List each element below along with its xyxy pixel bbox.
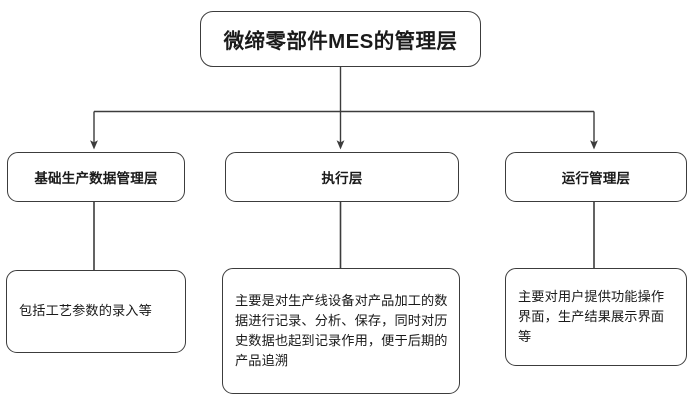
node-description-execution[interactable]: 主要是对生产线设备对产品加工的数据进行记录、分析、保存，同时对历史数据也起到记录…	[222, 268, 460, 394]
node-description-basic-data-text: 包括工艺参数的录入等	[19, 303, 152, 319]
node-root-title-label: 微缔零部件MES的管理层	[223, 30, 458, 53]
node-description-execution-text: 主要是对生产线设备对产品加工的数据进行记录、分析、保存，同时对历史数据也起到记录…	[235, 292, 448, 369]
node-layer-operation-label: 运行管理层	[561, 171, 631, 186]
node-layer-basic-data[interactable]: 基础生产数据管理层	[7, 152, 185, 202]
node-description-operation[interactable]: 主要对用户提供功能操作界面，生产结果展示界面等	[505, 268, 687, 366]
node-layer-operation[interactable]: 运行管理层	[505, 152, 687, 202]
node-layer-basic-data-label: 基础生产数据管理层	[34, 171, 158, 186]
node-description-basic-data[interactable]: 包括工艺参数的录入等	[6, 270, 186, 353]
node-root-title[interactable]: 微缔零部件MES的管理层	[200, 11, 481, 67]
node-layer-execution-label: 执行层	[321, 171, 363, 186]
node-layer-execution[interactable]: 执行层	[225, 152, 459, 202]
node-description-operation-text: 主要对用户提供功能操作界面，生产结果展示界面等	[518, 288, 665, 345]
